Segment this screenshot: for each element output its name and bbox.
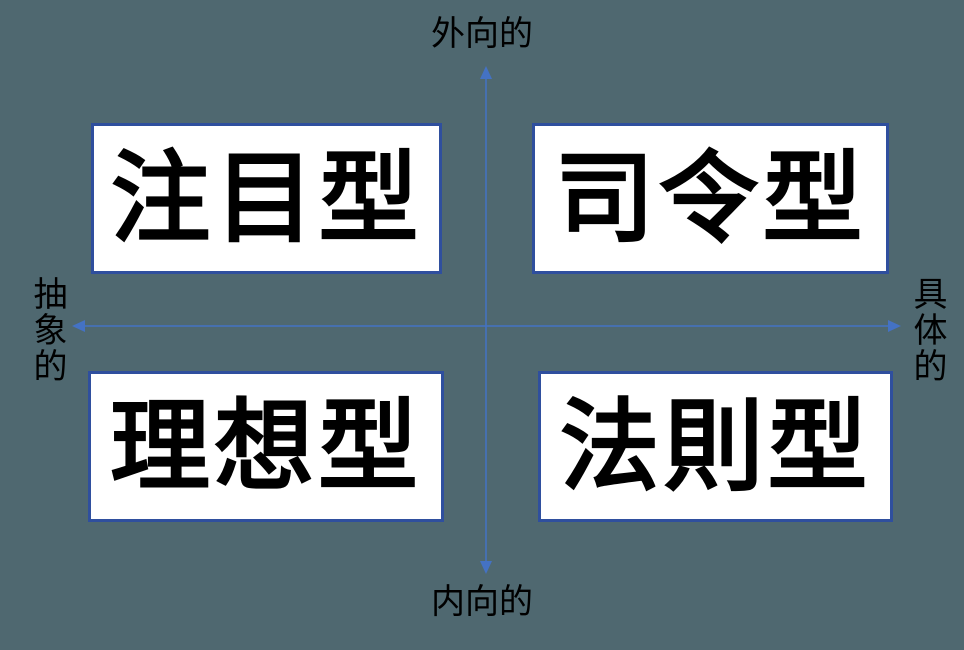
axis-label-right: 具体的 xyxy=(907,276,947,384)
arrow-up-icon xyxy=(480,66,492,79)
arrow-down-icon xyxy=(480,561,492,574)
axis-label-bottom: 内向的 xyxy=(431,582,533,622)
quadrant-top-left: 注目型 xyxy=(91,123,442,274)
axis-label-left: 抽象的 xyxy=(27,276,67,384)
quadrant-label: 理想型 xyxy=(110,387,422,505)
quadrant-label: 司令型 xyxy=(554,139,867,257)
quadrant-top-right: 司令型 xyxy=(532,123,889,274)
quadrant-label: 注目型 xyxy=(110,139,423,257)
arrow-right-icon xyxy=(888,320,901,332)
quadrant-bottom-right: 法則型 xyxy=(538,371,893,522)
quadrant-bottom-left: 理想型 xyxy=(88,371,444,522)
arrow-left-icon xyxy=(72,320,85,332)
axis-label-top: 外向的 xyxy=(431,14,533,54)
quadrant-label: 法則型 xyxy=(559,387,872,505)
